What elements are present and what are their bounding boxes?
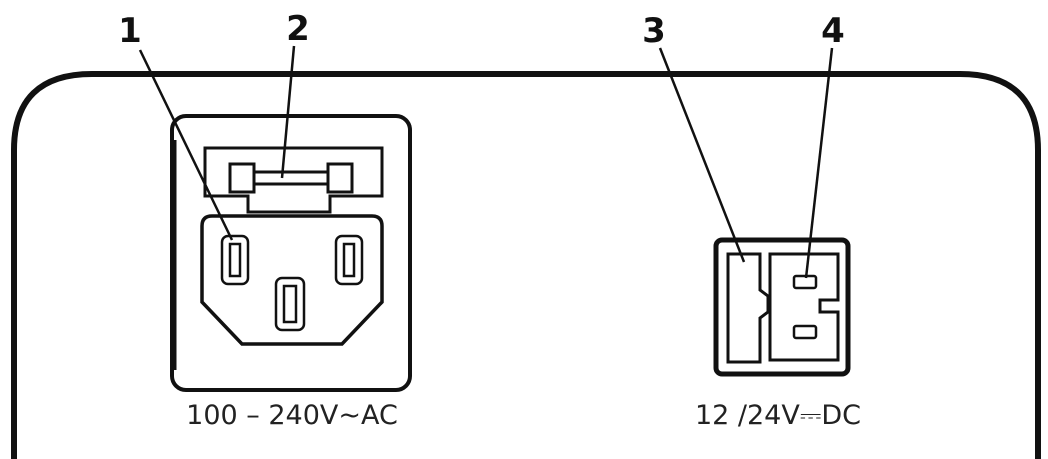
dc-power-socket [768, 252, 840, 362]
callout-number-4: 4 [821, 11, 845, 51]
callout-number-1: 1 [118, 11, 142, 51]
callout-line-1 [138, 49, 234, 241]
ac-inlet-module [170, 114, 412, 392]
fuse [228, 162, 256, 194]
ac-voltage-label: 100 – 240V~AC [186, 400, 398, 431]
ac-pin-left [220, 234, 250, 286]
fuse-holder [203, 146, 384, 214]
ac-power-socket [200, 214, 384, 346]
panel-outline [11, 71, 1041, 459]
callout-number-3: 3 [642, 11, 666, 51]
ac-module-frame [170, 114, 412, 392]
callout-line-2 [280, 45, 296, 179]
dc-inlet-module [713, 237, 851, 377]
dc-locking-latch [726, 252, 770, 364]
ac-pin-ground [274, 276, 306, 332]
dc-voltage-label: 12 /24V⎓DC [695, 400, 861, 431]
callout-line-3 [658, 47, 746, 263]
callout-number-2: 2 [286, 9, 310, 49]
ac-pin-right [334, 234, 364, 286]
callout-line-4 [804, 47, 834, 279]
dc-pin-bottom [792, 324, 818, 340]
dc-module-frame [713, 237, 851, 377]
